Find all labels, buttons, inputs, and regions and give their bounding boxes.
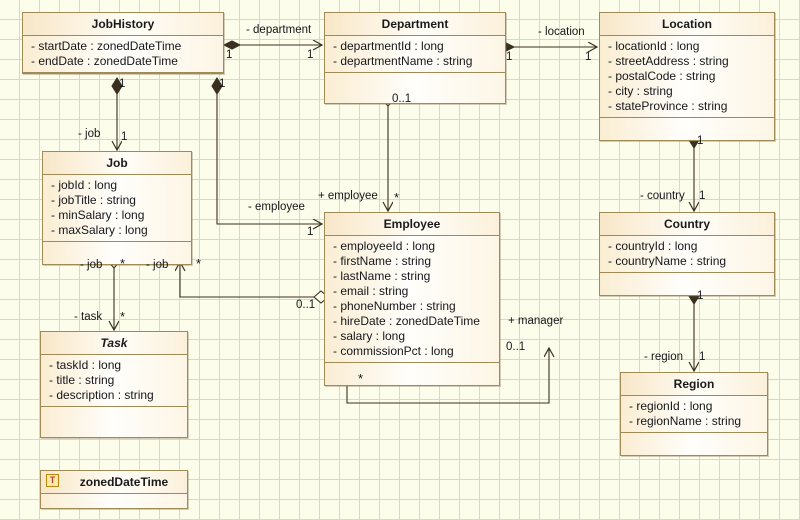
class-attributes-department: - departmentId : long - departmentName :… bbox=[325, 36, 505, 73]
attribute-row: - commissionPct : long bbox=[333, 344, 454, 358]
class-title-employee: Employee bbox=[325, 213, 499, 236]
attribute-row: - startDate : zonedDateTime bbox=[31, 39, 182, 53]
datatype-t-icon: T bbox=[46, 474, 59, 487]
edge-label-job-jobhistory: - job bbox=[78, 128, 101, 140]
filled-diamond-jobhistory-department bbox=[222, 40, 242, 50]
class-operations-employee bbox=[325, 363, 499, 385]
class-operations-job bbox=[43, 242, 191, 264]
class-box-region[interactable]: Region - regionId : long - regionName : … bbox=[620, 372, 768, 456]
attribute-row: - endDate : zonedDateTime bbox=[31, 54, 178, 68]
edge-mult-country-region: 1 bbox=[697, 290, 704, 302]
class-title-jobhistory: JobHistory bbox=[23, 13, 223, 36]
edge-label-manager: + manager bbox=[508, 315, 564, 327]
attribute-row: - taskId : long bbox=[49, 358, 122, 372]
attribute-row: - maxSalary : long bbox=[51, 223, 148, 237]
attribute-row: - postalCode : string bbox=[608, 69, 716, 83]
class-attributes-country: - countryId : long - countryName : strin… bbox=[600, 236, 774, 273]
class-attributes-location: - locationId : long - streetAddress : st… bbox=[600, 36, 774, 118]
attribute-row: - phoneNumber : string bbox=[333, 299, 456, 313]
class-attributes-task: - taskId : long - title : string - descr… bbox=[41, 355, 187, 407]
edge-mult-employee-job: * bbox=[196, 256, 202, 271]
edge-label-plus-employee: + employee bbox=[318, 190, 378, 202]
class-title-job: Job bbox=[43, 152, 191, 175]
edge-mult-location-country: 1 bbox=[697, 135, 704, 147]
class-box-country[interactable]: Country - countryId : long - countryName… bbox=[599, 212, 775, 296]
edge-label-task: - task bbox=[74, 311, 103, 323]
edge-mult-department-employee: 0..1 bbox=[392, 93, 412, 105]
edge-label-department: - department bbox=[246, 24, 312, 36]
attribute-row: - hireDate : zonedDateTime bbox=[333, 314, 480, 328]
attribute-row: - regionId : long bbox=[629, 399, 713, 413]
edge-mult-jobhistory-job: 1 bbox=[119, 78, 126, 90]
edge-label-employee: - employee bbox=[248, 201, 305, 213]
attribute-row: - stateProvince : string bbox=[608, 99, 728, 113]
attribute-row: - countryName : string bbox=[608, 254, 727, 268]
attribute-row: - email : string bbox=[333, 284, 409, 298]
class-operations-location bbox=[600, 118, 774, 140]
attribute-row: - salary : long bbox=[333, 329, 406, 343]
edge-mult-manager-target: 0..1 bbox=[506, 341, 526, 353]
attribute-row: - lastName : string bbox=[333, 269, 431, 283]
class-title-zoneddatetime: T zonedDateTime bbox=[41, 471, 187, 494]
edge-mult-employee-jobhistory: 1 bbox=[307, 226, 314, 238]
attribute-row: - description : string bbox=[49, 388, 154, 402]
edge-mult-department-location: 1 bbox=[506, 51, 513, 63]
edge-mult-jobhistory-employee: 1 bbox=[219, 78, 226, 90]
attribute-row: - locationId : long bbox=[608, 39, 700, 53]
class-title-region: Region bbox=[621, 373, 767, 396]
attribute-row: - firstName : string bbox=[333, 254, 432, 268]
class-title-task: Task bbox=[41, 332, 187, 355]
class-title-zoneddatetime-label: zonedDateTime bbox=[79, 475, 169, 489]
edge-mult-region-country: 1 bbox=[699, 351, 706, 363]
class-operations-zoneddatetime bbox=[41, 494, 187, 508]
class-title-department: Department bbox=[325, 13, 505, 36]
edge-mult-job-jobhistory: 1 bbox=[121, 131, 128, 143]
class-box-task[interactable]: Task - taskId : long - title : string - … bbox=[40, 331, 188, 438]
class-operations-task bbox=[41, 407, 187, 437]
edge-mult-manager-source: * bbox=[358, 371, 364, 386]
edge-label-region: - region bbox=[644, 351, 683, 363]
edge-mult-country-location: 1 bbox=[699, 190, 706, 202]
class-title-location: Location bbox=[600, 13, 774, 36]
class-box-department[interactable]: Department - departmentId : long - depar… bbox=[324, 12, 506, 104]
attribute-row: - departmentId : long bbox=[333, 39, 444, 53]
class-box-location[interactable]: Location - locationId : long - streetAdd… bbox=[599, 12, 775, 141]
edge-mult-jobhistory-department: 1 bbox=[226, 49, 233, 61]
class-box-zoneddatetime[interactable]: T zonedDateTime bbox=[40, 470, 188, 509]
class-attributes-region: - regionId : long - regionName : string bbox=[621, 396, 767, 433]
class-box-job[interactable]: Job - jobId : long - jobTitle : string -… bbox=[42, 151, 192, 265]
class-operations-department bbox=[325, 73, 505, 103]
edge-mult-department-jobhistory: 1 bbox=[307, 49, 314, 61]
edge-label-employee-job: - job bbox=[146, 259, 169, 271]
attribute-row: - streetAddress : string bbox=[608, 54, 729, 68]
class-attributes-job: - jobId : long - jobTitle : string - min… bbox=[43, 175, 191, 242]
attribute-row: - title : string bbox=[49, 373, 115, 387]
edge-mult-location-department: 1 bbox=[585, 51, 592, 63]
class-operations-country bbox=[600, 273, 774, 295]
class-attributes-employee: - employeeId : long - firstName : string… bbox=[325, 236, 499, 363]
class-box-employee[interactable]: Employee - employeeId : long - firstName… bbox=[324, 212, 500, 386]
attribute-row: - jobId : long bbox=[51, 178, 118, 192]
class-title-country: Country bbox=[600, 213, 774, 236]
attribute-row: - city : string bbox=[608, 84, 673, 98]
edge-mult-task: * bbox=[120, 309, 126, 324]
edge-mult-job-employee: 0..1 bbox=[296, 299, 316, 311]
attribute-row: - countryId : long bbox=[608, 239, 698, 253]
attribute-row: - employeeId : long bbox=[333, 239, 436, 253]
attribute-row: - minSalary : long bbox=[51, 208, 145, 222]
class-box-jobhistory[interactable]: JobHistory - startDate : zonedDateTime -… bbox=[22, 12, 224, 74]
class-attributes-jobhistory: - startDate : zonedDateTime - endDate : … bbox=[23, 36, 223, 73]
attribute-row: - jobTitle : string bbox=[51, 193, 136, 207]
attribute-row: - regionName : string bbox=[629, 414, 742, 428]
edge-label-job-source: - job bbox=[80, 259, 103, 271]
class-operations-region bbox=[621, 433, 767, 455]
edge-label-location: - location bbox=[538, 26, 585, 38]
edge-mult-employee-department: * bbox=[394, 190, 400, 205]
edge-label-country: - country bbox=[640, 190, 685, 202]
edge-mult-job-task-source: * bbox=[120, 256, 126, 271]
attribute-row: - departmentName : string bbox=[333, 54, 473, 68]
